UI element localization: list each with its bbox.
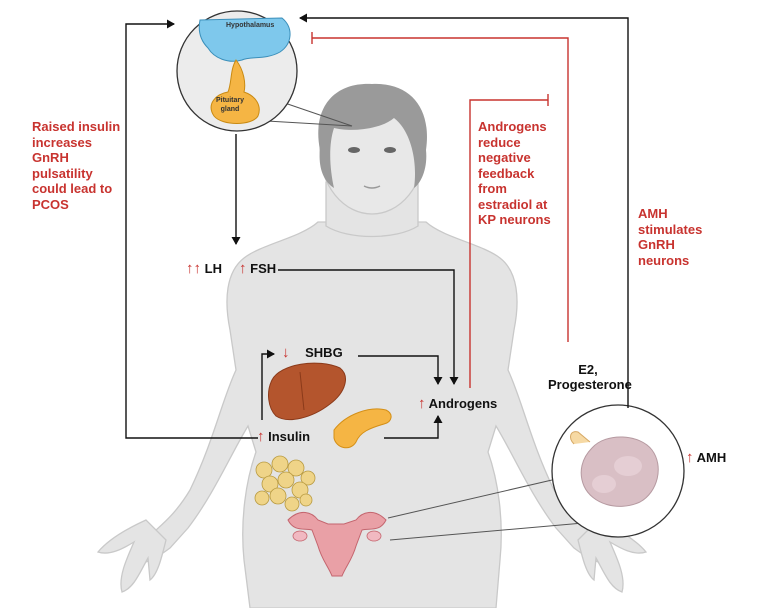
amh-note-line: neurons xyxy=(638,252,690,268)
insulin-note-line: increases xyxy=(32,134,92,150)
fsh-node: ↑ FSH xyxy=(239,261,276,276)
hypothalamus-label: Hypothalamus xyxy=(226,22,275,29)
androgen-note-line: Androgens xyxy=(478,119,547,134)
fsh-label: FSH xyxy=(250,261,277,276)
insulin-up-indicator: ↑ xyxy=(257,428,265,445)
red-pathways xyxy=(311,32,569,388)
insulin-label: Insulin xyxy=(268,429,311,444)
amh-gnrh-note: AMH stimulates GnRH neurons xyxy=(638,206,702,268)
lh-label: LH xyxy=(204,261,222,276)
amh-note-line: AMH xyxy=(638,206,668,221)
amh-up-indicator: ↑ xyxy=(686,449,694,466)
insulin-note-line: GnRH xyxy=(32,150,69,165)
insulin-note-line: pulsatility xyxy=(32,165,93,181)
androgen-note-line: from xyxy=(478,181,507,196)
androgen-note-line: estradiol at xyxy=(478,196,548,212)
pituitary-label: Pituitary gland xyxy=(215,97,244,113)
progesterone-label: Progesterone xyxy=(548,377,632,392)
amh-note-line: GnRH xyxy=(638,237,675,252)
insulin-gnrh-note: Raised insulin increases GnRH pulsatilit… xyxy=(32,119,120,212)
ovary-inset xyxy=(387,404,685,541)
androgens-up-indicator: ↑ xyxy=(418,395,426,412)
androgen-note-line: feedback xyxy=(478,165,535,181)
fsh-up-indicator: ↑ xyxy=(239,260,247,277)
insulin-note-line: could lead to xyxy=(32,181,113,196)
androgen-note-line: KP neurons xyxy=(478,212,551,227)
body-silhouette xyxy=(96,181,648,609)
lh-node: ↑↑ LH xyxy=(186,261,222,276)
black-pathways xyxy=(125,13,629,439)
adipose-tissue xyxy=(254,455,316,512)
amh-label: AMH xyxy=(696,450,727,465)
insulin-note-line: Raised insulin xyxy=(32,119,121,134)
liver xyxy=(268,362,346,420)
uterus xyxy=(287,512,387,577)
androgen-feedback-note: Androgens reduce negative feedback from … xyxy=(478,119,551,228)
androgens-label: Androgens xyxy=(428,396,498,411)
insulin-node: ↑ Insulin xyxy=(257,429,310,444)
insulin-note-line: PCOS xyxy=(32,196,69,212)
shbg-down-indicator: ↓ xyxy=(282,344,290,361)
androgen-note-line: reduce xyxy=(478,134,521,150)
shbg-node: ↓ SHBG xyxy=(282,345,343,360)
pancreas xyxy=(333,408,392,449)
e2-progesterone-node: E2, Progesterone xyxy=(548,362,632,392)
androgens-node: ↑ Androgens xyxy=(418,396,497,411)
amh-note-line: stimulates xyxy=(638,221,703,237)
head xyxy=(318,83,427,215)
androgen-note-line: negative xyxy=(478,150,531,165)
lh-up-indicator: ↑↑ xyxy=(186,260,201,277)
brain-inset xyxy=(176,10,353,132)
shbg-label: SHBG xyxy=(305,345,343,360)
amh-node: ↑ AMH xyxy=(686,450,726,465)
e2-label: E2, xyxy=(578,362,598,377)
